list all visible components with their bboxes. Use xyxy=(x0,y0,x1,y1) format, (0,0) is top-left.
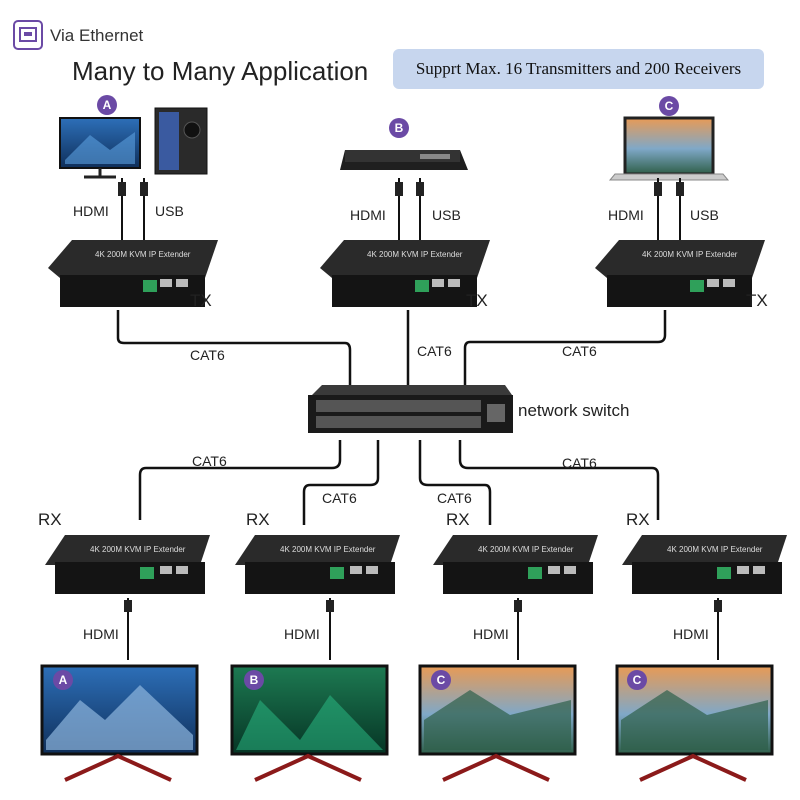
usb-label-a: USB xyxy=(155,203,184,219)
tx-label-2: TX xyxy=(466,291,488,310)
rx-hdmi-label-2: HDMI xyxy=(284,626,320,642)
ethernet-icon xyxy=(13,20,43,50)
source-c-badge: C xyxy=(659,96,679,116)
page-title: Many to Many Application xyxy=(72,56,369,86)
cat6-label-rx3: CAT6 xyxy=(437,490,472,506)
device-face-text: 4K 200M KVM IP Extender xyxy=(280,545,376,554)
monitor-4-badge: C xyxy=(627,670,647,690)
via-ethernet-label: Via Ethernet xyxy=(50,26,144,45)
source-b-player xyxy=(340,150,468,170)
rx-hdmi-plugs xyxy=(124,600,722,612)
rx-device-1 xyxy=(45,535,210,594)
monitor-1-badge: A xyxy=(53,670,73,690)
rx-hdmi-label-3: HDMI xyxy=(473,626,509,642)
rx-device-2 xyxy=(235,535,400,594)
device-face-text: 4K 200M KVM IP Extender xyxy=(478,545,574,554)
cat6-label-rx2: CAT6 xyxy=(322,490,357,506)
source-a-badge: A xyxy=(97,95,117,115)
network-switch-label: network switch xyxy=(518,401,630,420)
usb-label-c: USB xyxy=(690,207,719,223)
monitor-2 xyxy=(230,664,389,782)
source-a-pc xyxy=(154,107,208,175)
tx-label-3: TX xyxy=(746,291,768,310)
usb-label-b: USB xyxy=(432,207,461,223)
source-c-laptop xyxy=(608,116,730,181)
device-face-text: 4K 200M KVM IP Extender xyxy=(90,545,186,554)
tx-cat6-cables xyxy=(116,310,667,390)
rx-device-4 xyxy=(622,535,787,594)
rx-hdmi-label-1: HDMI xyxy=(83,626,119,642)
device-face-text: 4K 200M KVM IP Extender xyxy=(95,250,191,259)
rx-label-4: RX xyxy=(626,510,650,529)
cable-plugs xyxy=(118,182,684,196)
rx-label-3: RX xyxy=(446,510,470,529)
rx-label-2: RX xyxy=(246,510,270,529)
cat6-label-tx3: CAT6 xyxy=(562,343,597,359)
hdmi-label-b: HDMI xyxy=(350,207,386,223)
rx-cat6-cables xyxy=(138,440,660,525)
cat6-label-rx1: CAT6 xyxy=(192,453,227,469)
rx-hdmi-label-4: HDMI xyxy=(673,626,709,642)
device-face-text: 4K 200M KVM IP Extender xyxy=(667,545,763,554)
network-switch xyxy=(308,385,513,433)
rx-hdmi-cables xyxy=(127,598,719,660)
tx-device-1 xyxy=(48,240,218,307)
monitor-3-badge: C xyxy=(431,670,451,690)
rx-device-3 xyxy=(433,535,598,594)
hdmi-label-c: HDMI xyxy=(608,207,644,223)
cat6-label-tx1: CAT6 xyxy=(190,347,225,363)
monitor-3 xyxy=(418,664,577,782)
tx-device-3 xyxy=(595,240,765,307)
monitor-2-badge: B xyxy=(244,670,264,690)
source-a-monitor xyxy=(59,117,141,179)
cat6-label-tx2: CAT6 xyxy=(417,343,452,359)
source-b-badge: B xyxy=(389,118,409,138)
device-face-text: 4K 200M KVM IP Extender xyxy=(367,250,463,259)
tx-label-1: TX xyxy=(190,291,212,310)
cat6-label-rx4: CAT6 xyxy=(562,455,597,471)
device-face-text: 4K 200M KVM IP Extender xyxy=(642,250,738,259)
support-badge: Supprt Max. 16 Transmitters and 200 Rece… xyxy=(393,49,764,89)
tx-device-2 xyxy=(320,240,490,307)
hdmi-label-a: HDMI xyxy=(73,203,109,219)
rx-label-1: RX xyxy=(38,510,62,529)
